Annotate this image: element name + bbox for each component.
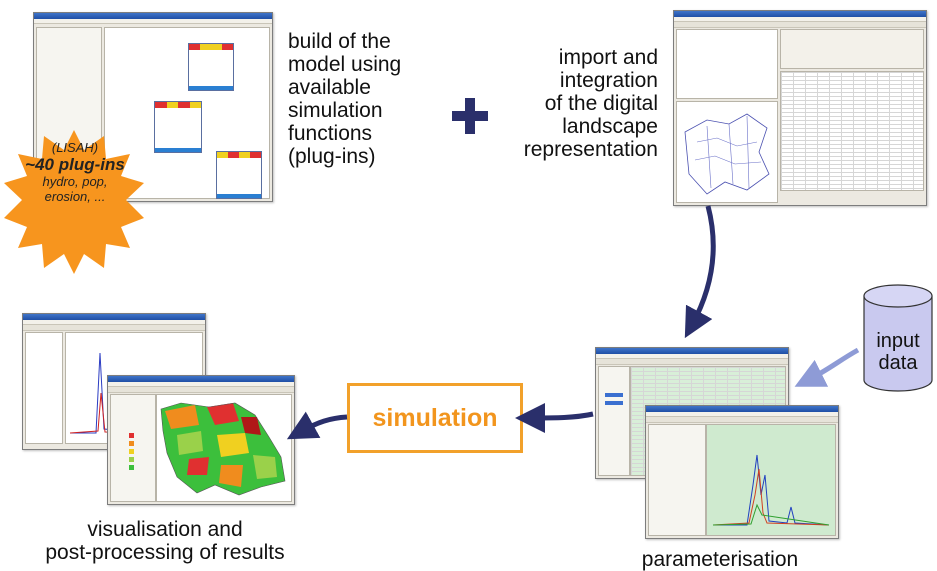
- plus-sign: [452, 98, 488, 134]
- label-line: data: [878, 352, 918, 374]
- arrow-to-visualisation: [286, 411, 348, 440]
- parameterisation-chart-screenshot: [645, 405, 839, 539]
- label-line: simulation: [288, 99, 383, 122]
- plugin-node: [188, 43, 234, 91]
- label-line: available: [288, 76, 371, 99]
- label-line: input: [876, 330, 920, 352]
- label-line: import and: [558, 46, 658, 69]
- parameterisation-label: parameterisation: [610, 548, 830, 571]
- burst-line-4: erosion, ...: [44, 189, 106, 204]
- visualisation-label: visualisation and post-processing of res…: [30, 518, 300, 564]
- plugin-node: [216, 151, 262, 199]
- label-line: representation: [523, 138, 658, 161]
- parameter-chart-icon: [712, 454, 830, 526]
- model-builder-screenshot: [33, 12, 273, 202]
- burst-line-2: ~40 plug-ins: [25, 155, 125, 174]
- burst-line-3: hydro, pop,: [42, 174, 108, 189]
- label-line: functions: [288, 122, 373, 145]
- label-line: landscape: [562, 115, 658, 138]
- arrow-to-parameterisation: [684, 205, 716, 339]
- label-line: visualisation and: [87, 518, 243, 541]
- label-line: of the digital: [544, 92, 658, 115]
- landscape-map-icon: [684, 113, 770, 195]
- arrow-input-data: [794, 347, 860, 387]
- arrow-to-simulation: [515, 402, 594, 433]
- label-line: integration: [559, 69, 658, 92]
- starburst-text: (LISAH) ~40 plug-ins hydro, pop, erosion…: [10, 140, 140, 204]
- erosion-map-icon: [160, 402, 286, 496]
- simulation-box: simulation: [347, 383, 523, 453]
- label-line: parameterisation: [641, 548, 799, 571]
- label-line: model using: [288, 53, 402, 76]
- label-line: build of the: [288, 30, 391, 53]
- input-data-cylinder: [863, 284, 933, 392]
- plugin-node: [154, 101, 202, 153]
- plugins-starburst: [4, 130, 144, 274]
- label-line: post-processing of results: [45, 541, 285, 564]
- simulation-label: simulation: [372, 403, 498, 432]
- visualisation-map-screenshot: [107, 375, 295, 505]
- input-data-label: input data: [862, 330, 934, 374]
- label-line: (plug-ins): [288, 145, 376, 168]
- landscape-import-screenshot: [673, 10, 927, 206]
- burst-line-1: (LISAH): [51, 140, 99, 155]
- build-model-label: build of the model using available simul…: [288, 30, 401, 168]
- import-integration-label: import and integration of the digital la…: [520, 46, 658, 161]
